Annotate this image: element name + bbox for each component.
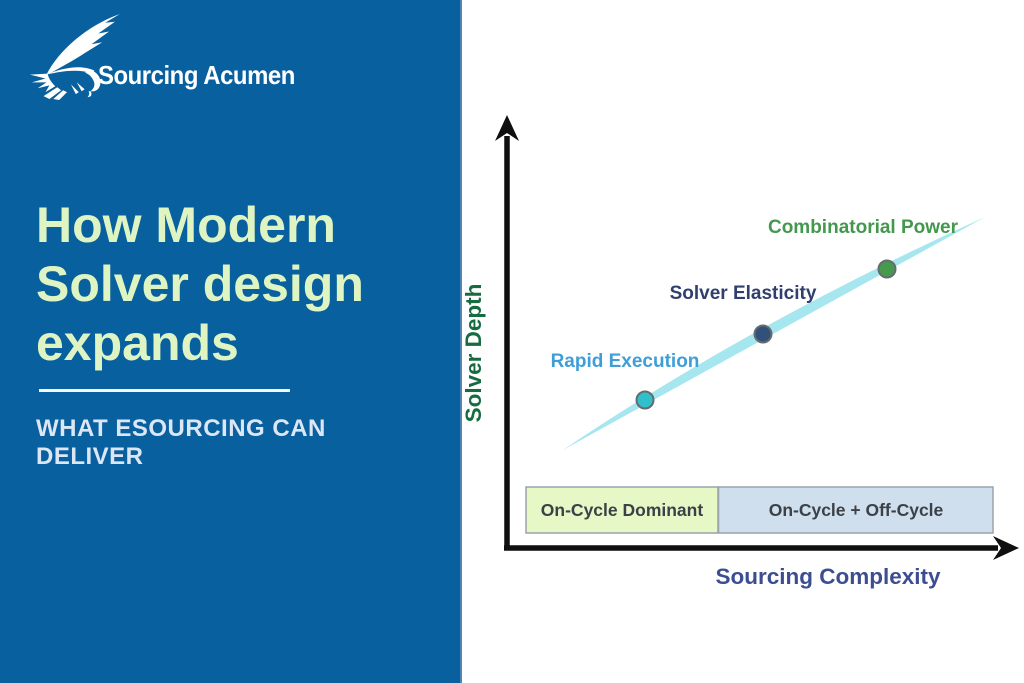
title-line-1: How Modern — [36, 197, 336, 253]
brand-logo: Sourcing Acumen — [14, 10, 295, 102]
point-label-rapid-execution: Rapid Execution — [551, 351, 700, 372]
solver-depth-chart: On-Cycle Dominant On-Cycle + Off-Cycle R… — [462, 115, 1019, 589]
title-divider — [39, 389, 290, 392]
data-point-combinatorial-power — [877, 259, 897, 279]
subtitle-line-1: WHAT ESOURCING CAN — [36, 415, 326, 442]
band-label-on-cycle-off-cycle: On-Cycle + Off-Cycle — [769, 500, 944, 520]
band-on-cycle-off-cycle — [717, 486, 994, 534]
point-label-solver-elasticity: Solver Elasticity — [670, 283, 817, 304]
title-line-2: Solver design — [36, 256, 364, 312]
brand-name: Sourcing Acumen — [98, 60, 295, 90]
data-point-solver-elasticity — [753, 324, 773, 344]
left-title-panel: Sourcing Acumen How Modern Solver design… — [0, 0, 462, 683]
point-label-combinatorial-power: Combinatorial Power — [768, 217, 959, 238]
band-label-on-cycle-dominant: On-Cycle Dominant — [541, 500, 704, 520]
x-axis-arrowhead-icon — [993, 536, 1019, 560]
eagle-icon — [29, 13, 120, 100]
trend-curve — [563, 217, 985, 450]
band-on-cycle-dominant — [525, 486, 719, 534]
page-subtitle: WHAT ESOURCING CAN DELIVER — [36, 415, 326, 471]
y-axis-title: Solver Depth — [462, 284, 486, 423]
title-line-3: expands — [36, 315, 239, 371]
x-axis-title: Sourcing Complexity — [715, 564, 941, 589]
page-title: How Modern Solver design expands — [36, 196, 364, 373]
data-point-rapid-execution — [635, 390, 655, 410]
y-axis-arrowhead-icon — [495, 115, 519, 141]
subtitle-line-2: DELIVER — [36, 443, 144, 470]
